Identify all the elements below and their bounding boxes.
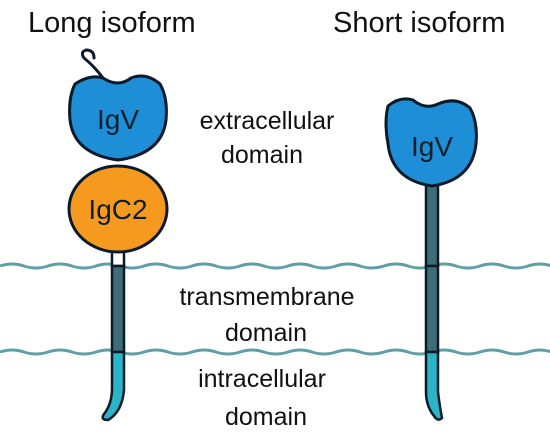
short-isoform: IgV	[384, 97, 478, 421]
membrane-outer-line	[0, 262, 550, 270]
membrane-inner-line	[0, 348, 550, 356]
long-igv-label: IgV	[97, 104, 139, 135]
transmembrane-label-line2: domain	[225, 319, 307, 347]
long-igc2-domain	[67, 164, 169, 254]
intracellular-label-line1: intracellular	[198, 365, 326, 393]
extracellular-label-line1: extracellular	[200, 107, 335, 135]
transmembrane-label-line1: transmembrane	[179, 283, 354, 311]
long-igv-hook-icon	[80, 48, 105, 80]
long-igv-domain	[68, 74, 168, 162]
short-transmembrane-segment	[424, 264, 440, 354]
short-isoform-title: Short isoform	[333, 7, 505, 39]
long-igc2-label: IgC2	[88, 194, 147, 225]
long-transmembrane-segment	[110, 264, 126, 354]
short-intracellular-tail	[424, 350, 444, 421]
short-extracellular-stalk	[424, 178, 440, 268]
long-isoform: IgC2 IgV	[67, 48, 169, 422]
long-intracellular-tail	[101, 350, 126, 422]
short-igv-domain	[384, 97, 478, 188]
extracellular-label-line2: domain	[221, 141, 303, 169]
short-igv-label: IgV	[411, 131, 453, 162]
long-isoform-title: Long isoform	[28, 7, 196, 39]
intracellular-label-line2: domain	[225, 403, 307, 431]
